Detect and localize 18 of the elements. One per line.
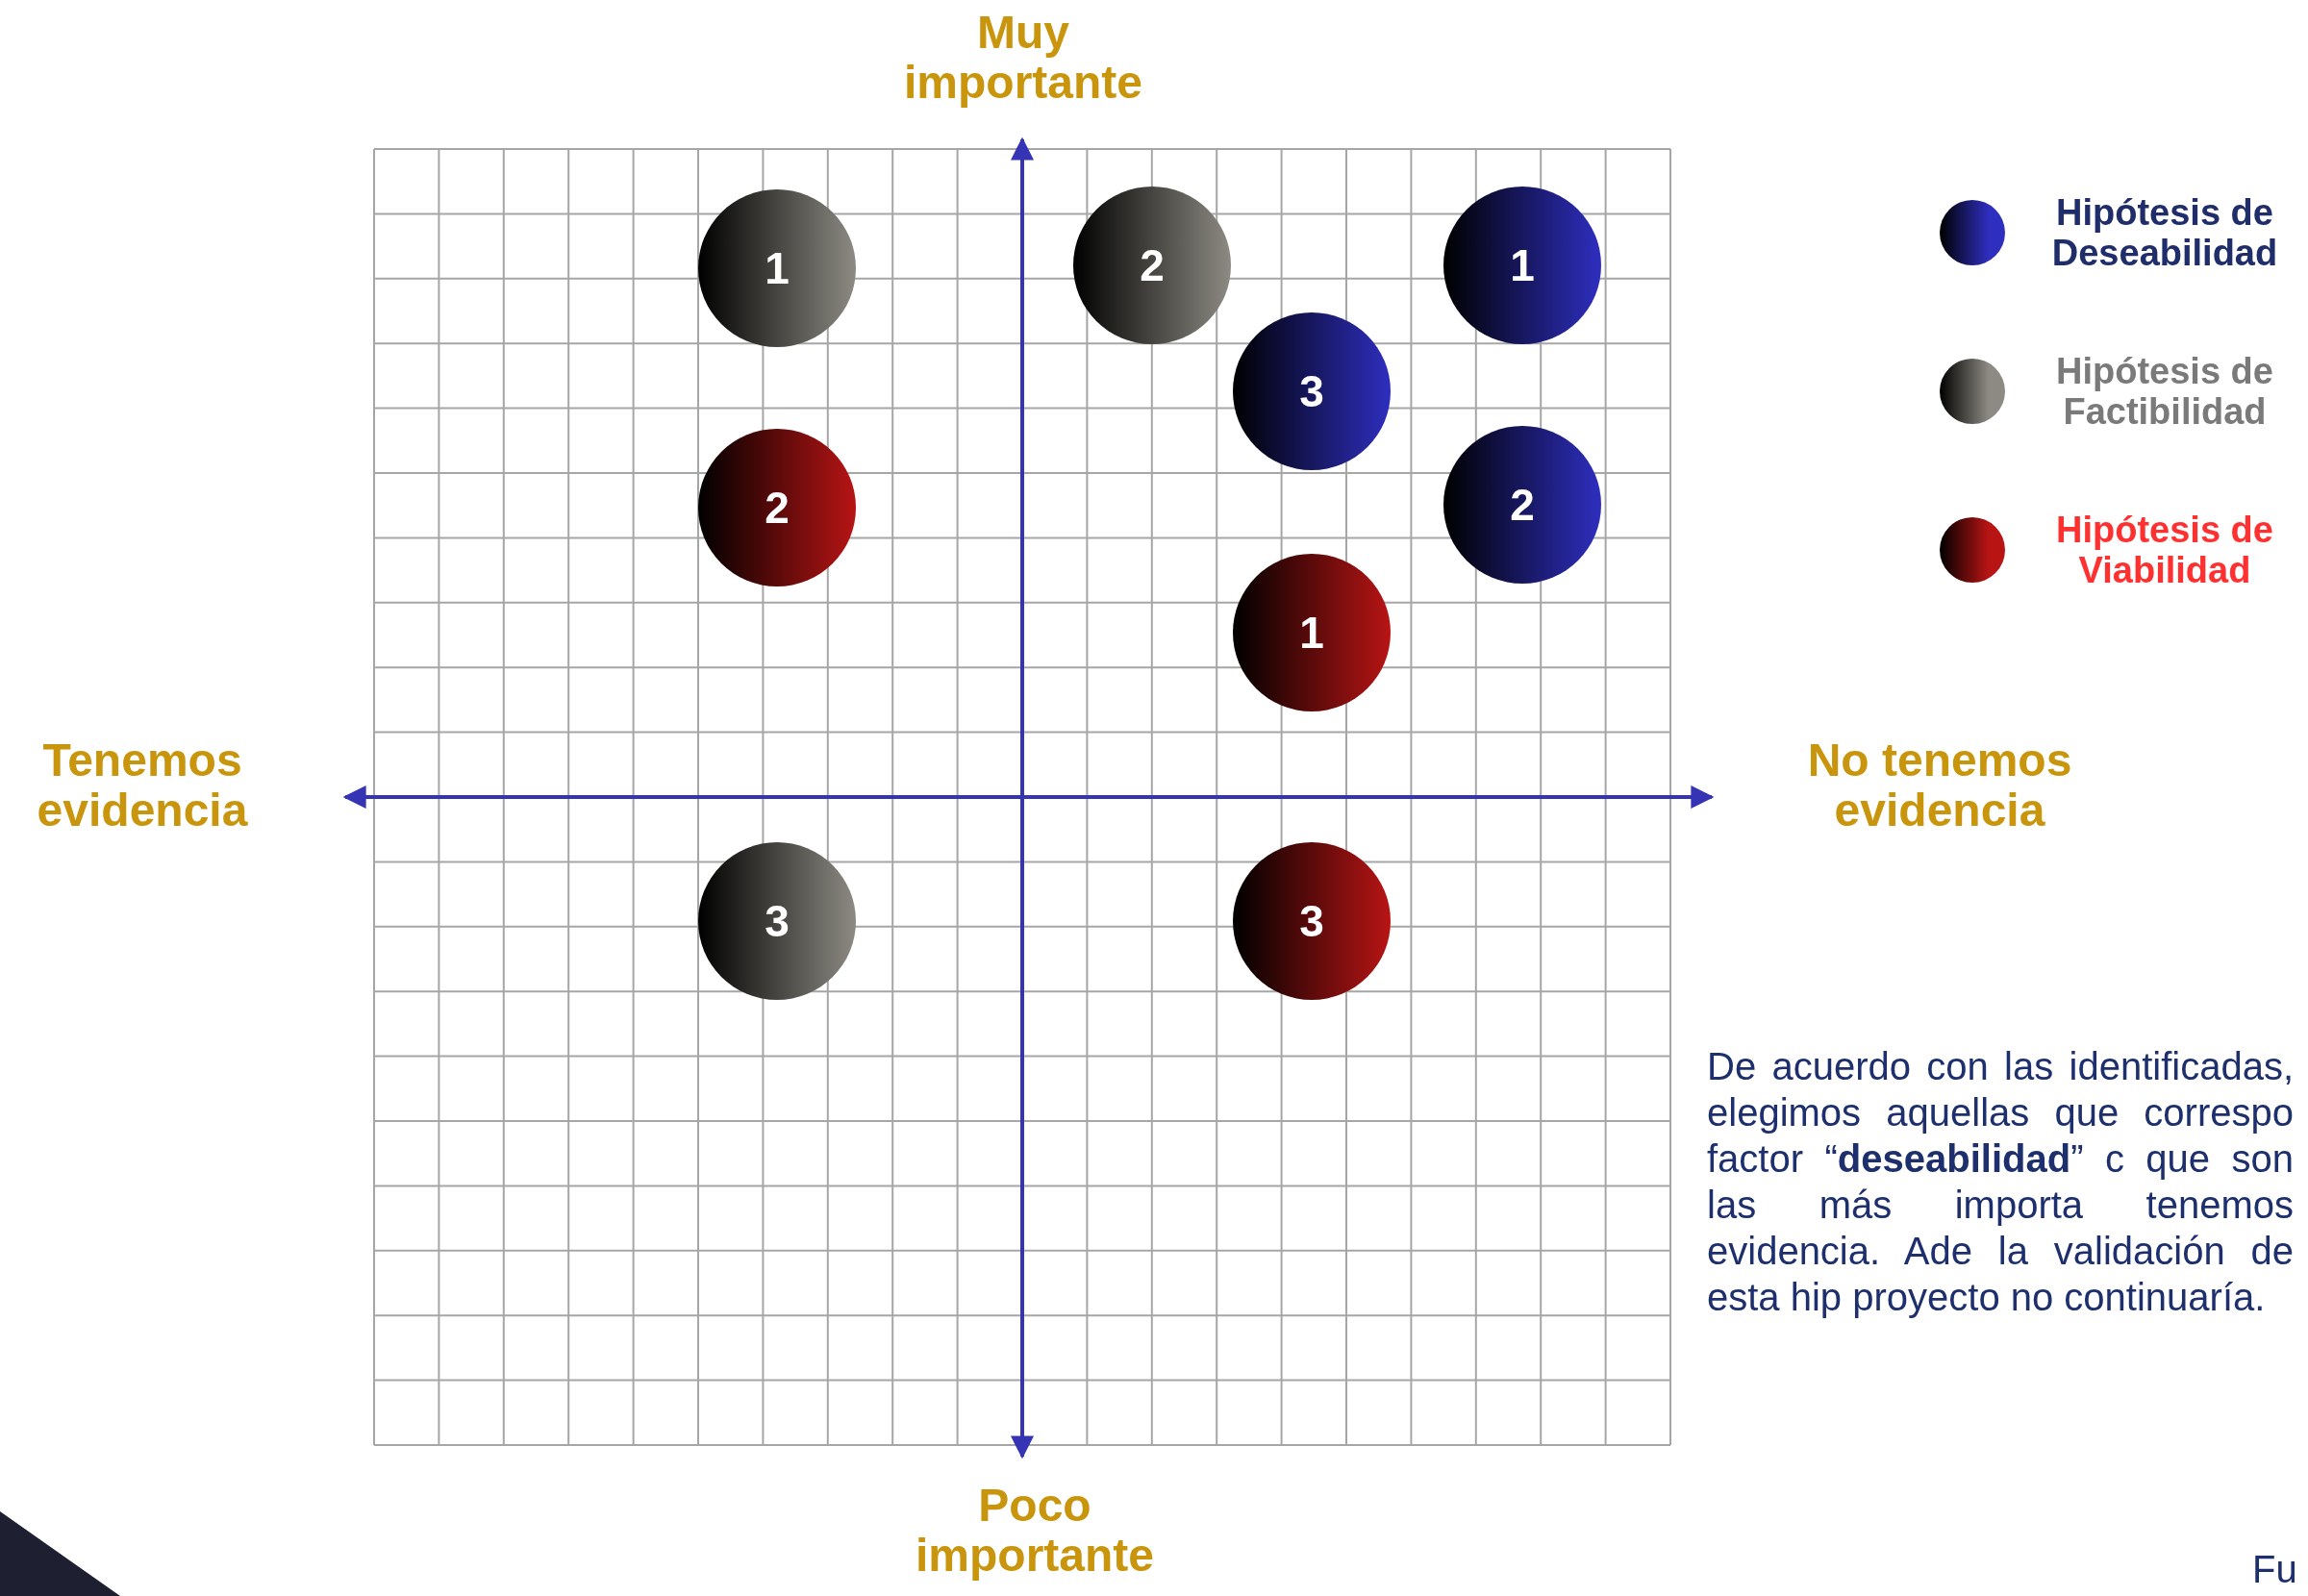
legend-label: Hipótesis de Deseabilidad [2050,192,2279,273]
bubble-number: 2 [1510,479,1535,531]
bubble-number: 3 [765,895,790,947]
bubble-number: 2 [765,482,790,534]
axis-label: No tenemos evidencia [1806,736,2073,835]
legend-label: Hipótesis de Factibilidad [2055,351,2274,432]
bubble-number: 1 [765,242,790,294]
axis-label: Tenemos evidencia [36,736,249,835]
bubble-number: 2 [1140,239,1165,291]
bubble-number: 1 [1299,607,1324,659]
legend-label: Hipótesis de Viabilidad [2055,510,2274,590]
description-paragraph: De acuerdo con las identificadas, elegimos aquellas que correspo factor “deseabilidad” c que son las más importa tenemos evidencia. Ade la validación de esta hip proyecto no continuaría. [1707,1044,2294,1320]
axis-label: Muy importante [903,8,1143,108]
axis-label: Poco importante [915,1481,1155,1581]
bubble-number: 3 [1299,895,1324,947]
bubble-number: 3 [1299,365,1324,417]
bubble-number: 1 [1510,239,1535,291]
source-note: Fu [2252,1547,2298,1592]
